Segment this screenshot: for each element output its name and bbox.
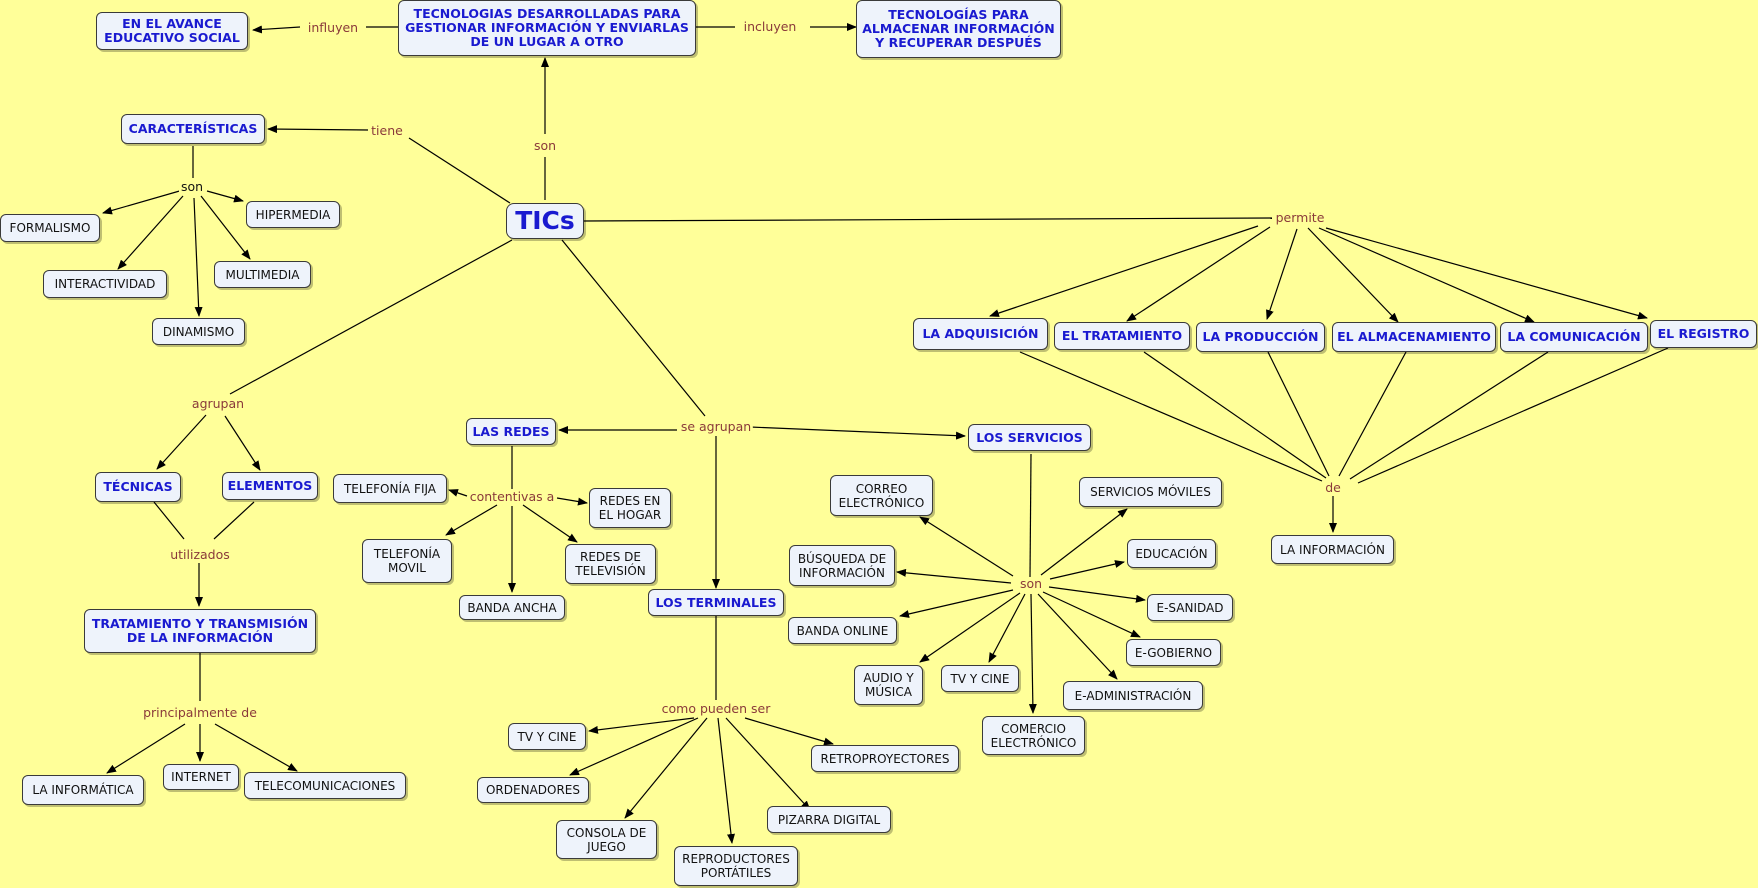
node-los-servicios[interactable]: LOS SERVICIOS (968, 424, 1091, 451)
node-telefonia-fija[interactable]: TELEFONÍA FIJA (333, 474, 447, 503)
node-el-almacenamiento[interactable]: EL ALMACENAMIENTO (1332, 322, 1496, 352)
node-redes-television[interactable]: REDES DE TELEVISIÓN (565, 544, 656, 584)
link-label-principalmente-de: principalmente de (141, 705, 259, 720)
link-label-se-agrupan: se agrupan (678, 419, 754, 434)
node-busqueda-informacion[interactable]: BÚSQUEDA DE INFORMACIÓN (789, 545, 895, 586)
link-label-incluyen: incluyen (741, 19, 799, 34)
node-la-comunicacion[interactable]: LA COMUNICACIÓN (1500, 322, 1648, 352)
node-telefonia-movil[interactable]: TELEFONÍA MOVIL (362, 539, 452, 583)
node-los-terminales[interactable]: LOS TERMINALES (648, 589, 784, 616)
node-tecnicas[interactable]: TÉCNICAS (95, 472, 181, 502)
node-comercio-electronico[interactable]: COMERCIO ELECTRÓNICO (982, 716, 1085, 755)
node-caracteristicas[interactable]: CARACTERÍSTICAS (121, 114, 265, 144)
node-e-sanidad[interactable]: E-SANIDAD (1147, 594, 1233, 621)
node-e-gobierno[interactable]: E-GOBIERNO (1126, 639, 1221, 666)
node-la-produccion[interactable]: LA PRODUCCIÓN (1196, 322, 1325, 352)
node-gestionar-informacion[interactable]: TECNOLOGIAS DESARROLLADAS PARA GESTIONAR… (398, 0, 696, 56)
node-avance-educativo[interactable]: EN EL AVANCE EDUCATIVO SOCIAL (96, 12, 248, 50)
node-las-redes[interactable]: LAS REDES (466, 418, 556, 445)
node-el-tratamiento[interactable]: EL TRATAMIENTO (1054, 322, 1190, 350)
node-reproductores[interactable]: REPRODUCTORES PORTÁTILES (674, 846, 798, 886)
node-redes-hogar[interactable]: REDES EN EL HOGAR (589, 488, 671, 528)
link-label-influyen: influyen (305, 20, 361, 35)
node-hipermedia[interactable]: HIPERMEDIA (246, 201, 340, 228)
node-la-adquisicion[interactable]: LA ADQUISICIÓN (913, 318, 1048, 350)
node-pizarra-digital[interactable]: PIZARRA DIGITAL (767, 806, 891, 833)
node-servicios-moviles[interactable]: SERVICIOS MÓVILES (1079, 477, 1222, 507)
node-tv-cine-servicios[interactable]: TV Y CINE (941, 665, 1019, 692)
node-el-registro[interactable]: EL REGISTRO (1650, 320, 1757, 348)
link-label-permite: permite (1273, 210, 1327, 225)
node-formalismo[interactable]: FORMALISMO (0, 214, 100, 242)
node-elementos[interactable]: ELEMENTOS (222, 472, 318, 500)
node-audio-musica[interactable]: AUDIO Y MÚSICA (854, 665, 923, 705)
node-tics[interactable]: TICs (506, 203, 584, 239)
node-la-informacion[interactable]: LA INFORMACIÓN (1271, 535, 1394, 564)
link-label-son-top: son (531, 138, 559, 153)
node-correo-electronico[interactable]: CORREO ELECTRÓNICO (830, 475, 933, 516)
node-retroproyectores[interactable]: RETROPROYECTORES (811, 745, 959, 772)
node-almacenar-informacion[interactable]: TECNOLOGÍAS PARA ALMACENAR INFORMACIÓN Y… (856, 0, 1061, 58)
node-consola-juego[interactable]: CONSOLA DE JUEGO (556, 820, 657, 859)
node-ordenadores[interactable]: ORDENADORES (477, 777, 589, 803)
node-la-informatica[interactable]: LA INFORMÁTICA (22, 775, 144, 805)
link-label-utilizados: utilizados (168, 547, 232, 562)
node-tratamiento-transmision[interactable]: TRATAMIENTO Y TRANSMISIÓN DE LA INFORMAC… (84, 609, 316, 653)
node-educacion[interactable]: EDUCACIÓN (1127, 539, 1216, 568)
link-label-como-pueden-ser: como pueden ser (659, 701, 773, 716)
node-banda-online[interactable]: BANDA ONLINE (788, 617, 897, 644)
link-label-agrupan: agrupan (189, 396, 247, 411)
node-tv-cine-terminales[interactable]: TV Y CINE (508, 723, 586, 750)
node-telecomunicaciones[interactable]: TELECOMUNICACIONES (244, 772, 406, 799)
node-multimedia[interactable]: MULTIMEDIA (214, 261, 311, 288)
node-dinamismo[interactable]: DINAMISMO (152, 318, 245, 345)
link-label-contentivas-a: contentivas a (467, 489, 557, 504)
link-label-son-caracteristicas: son (178, 179, 206, 194)
link-label-de: de (1323, 480, 1343, 495)
link-label-tiene: tiene (369, 123, 405, 138)
connectors (102, 23, 1669, 844)
node-interactividad[interactable]: INTERACTIVIDAD (43, 270, 167, 298)
node-internet[interactable]: INTERNET (163, 764, 239, 790)
link-label-son-servicios: son (1017, 576, 1045, 591)
node-e-administracion[interactable]: E-ADMINISTRACIÓN (1063, 681, 1203, 710)
node-banda-ancha[interactable]: BANDA ANCHA (459, 595, 565, 620)
